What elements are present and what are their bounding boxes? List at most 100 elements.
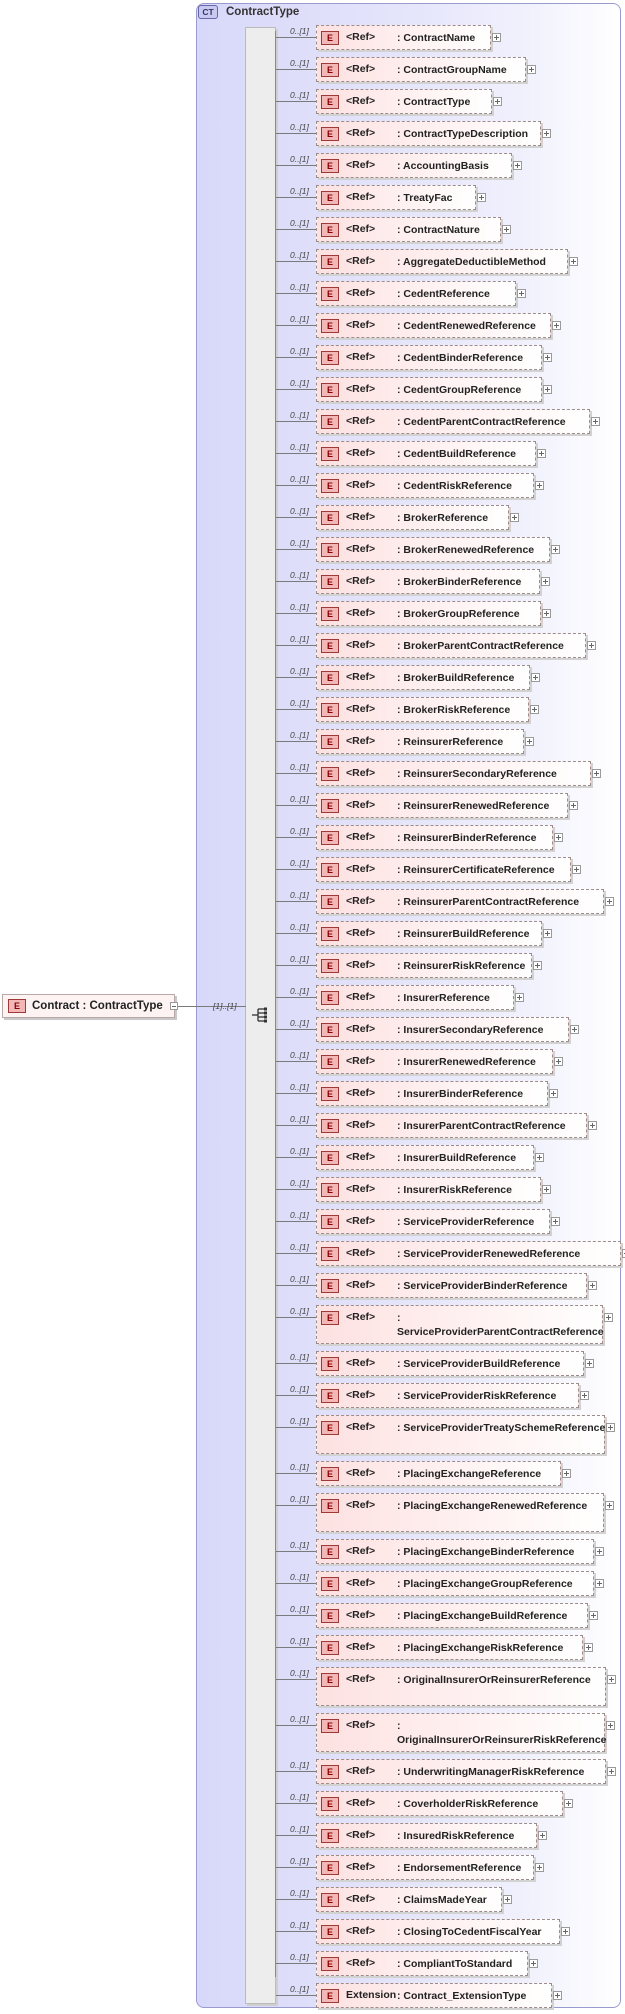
expand-toggle[interactable]	[533, 961, 542, 970]
expand-toggle[interactable]	[525, 737, 534, 746]
expand-toggle[interactable]	[605, 1501, 614, 1510]
expand-toggle[interactable]	[588, 1281, 597, 1290]
child-element[interactable]: E<Ref>: InsuredRiskReference	[316, 1823, 537, 1848]
expand-toggle[interactable]	[541, 577, 550, 586]
expand-toggle[interactable]	[543, 385, 552, 394]
child-element[interactable]: E<Ref>: CedentGroupReference	[316, 377, 542, 402]
expand-toggle[interactable]	[564, 1799, 573, 1808]
expand-toggle[interactable]	[554, 833, 563, 842]
expand-toggle[interactable]	[538, 1831, 547, 1840]
child-element[interactable]: E<Ref>: ReinsurerBuildReference	[316, 921, 542, 946]
expand-toggle[interactable]	[580, 1391, 589, 1400]
expand-toggle[interactable]	[530, 705, 539, 714]
child-element[interactable]: E<Ref>: CoverholderRiskReference	[316, 1791, 563, 1816]
child-element[interactable]: E<Ref>: BrokerRenewedReference	[316, 537, 550, 562]
child-element[interactable]: E<Ref>: PlacingExchangeRenewedReference	[316, 1493, 604, 1532]
expand-toggle[interactable]	[542, 609, 551, 618]
expand-toggle[interactable]	[493, 97, 502, 106]
child-element[interactable]: E<Ref>: InsurerRenewedReference	[316, 1049, 553, 1074]
child-element[interactable]: E<Ref>: ServiceProviderTreatySchemeRefer…	[316, 1415, 605, 1454]
expand-toggle[interactable]	[584, 1643, 593, 1652]
expand-toggle[interactable]	[477, 193, 486, 202]
child-element[interactable]: E<Ref>: CedentRenewedReference	[316, 313, 551, 338]
child-element[interactable]: E<Ref>: ReinsurerRiskReference	[316, 953, 532, 978]
child-element[interactable]: E<Ref>: BrokerBinderReference	[316, 569, 540, 594]
expand-toggle[interactable]	[535, 1863, 544, 1872]
child-element[interactable]: E<Ref>: ContractNature	[316, 217, 501, 242]
child-element[interactable]: E<Ref>: CompliantToStandard	[316, 1951, 528, 1976]
child-element[interactable]: E<Ref>: ServiceProviderBinderReference	[316, 1273, 587, 1298]
child-element[interactable]: E<Ref>: ServiceProviderRenewedReference	[316, 1241, 621, 1266]
child-element[interactable]: E<Ref>: PlacingExchangeReference	[316, 1461, 561, 1486]
child-element[interactable]: E<Ref>: ServiceProviderReference	[316, 1209, 550, 1234]
child-element[interactable]: E<Ref>: EndorsementReference	[316, 1855, 534, 1880]
expand-toggle[interactable]	[606, 1721, 615, 1730]
child-element[interactable]: E<Ref>: OriginalInsurerOrReinsurerRefere…	[316, 1667, 606, 1706]
child-element[interactable]: E<Ref>: BrokerGroupReference	[316, 601, 541, 626]
expand-toggle[interactable]	[551, 1217, 560, 1226]
expand-toggle[interactable]	[543, 929, 552, 938]
expand-toggle[interactable]	[607, 1675, 616, 1684]
child-element[interactable]: E<Ref>: InsurerSecondaryReference	[316, 1017, 569, 1042]
expand-toggle[interactable]	[562, 1469, 571, 1478]
expand-toggle[interactable]	[542, 129, 551, 138]
child-element[interactable]: E<Ref>: PlacingExchangeBuildReference	[316, 1603, 588, 1628]
child-element[interactable]: E<Ref>: BrokerReference	[316, 505, 509, 530]
expand-toggle[interactable]	[535, 1153, 544, 1162]
expand-toggle[interactable]	[589, 1611, 598, 1620]
expand-toggle[interactable]	[527, 65, 536, 74]
child-element[interactable]: E<Ref>: TreatyFac	[316, 185, 476, 210]
child-element[interactable]: E<Ref>: ServiceProviderBuildReference	[316, 1351, 584, 1376]
child-element[interactable]: E<Ref>: InsurerBuildReference	[316, 1145, 534, 1170]
expand-toggle[interactable]	[569, 801, 578, 810]
expand-toggle[interactable]	[587, 641, 596, 650]
expand-toggle[interactable]	[549, 1089, 558, 1098]
child-element[interactable]: E<Ref>: PlacingExchangeRiskReference	[316, 1635, 583, 1660]
collapse-toggle[interactable]	[170, 1002, 178, 1010]
child-element[interactable]: E<Ref>: BrokerParentContractReference	[316, 633, 586, 658]
expand-toggle[interactable]	[569, 257, 578, 266]
child-element[interactable]: E<Ref>: ReinsurerReference	[316, 729, 524, 754]
child-element[interactable]: E<Ref>: InsurerReference	[316, 985, 514, 1010]
child-element[interactable]: E<Ref>: ContractTypeDescription	[316, 121, 541, 146]
child-element[interactable]: E<Ref>: BrokerRiskReference	[316, 697, 529, 722]
child-element[interactable]: E<Ref>: PlacingExchangeBinderReference	[316, 1539, 594, 1564]
expand-toggle[interactable]	[531, 673, 540, 682]
expand-toggle[interactable]	[535, 481, 544, 490]
expand-toggle[interactable]	[585, 1359, 594, 1368]
child-element[interactable]: E<Ref>: InsurerBinderReference	[316, 1081, 548, 1106]
expand-toggle[interactable]	[515, 993, 524, 1002]
child-element[interactable]: E<Ref>: AccountingBasis	[316, 153, 512, 178]
expand-toggle[interactable]	[588, 1121, 597, 1130]
expand-toggle[interactable]	[592, 769, 601, 778]
child-element[interactable]: E<Ref>: ContractType	[316, 89, 492, 114]
child-element[interactable]: E<Ref>: ClaimsMadeYear	[316, 1887, 502, 1912]
expand-toggle[interactable]	[529, 1959, 538, 1968]
expand-toggle[interactable]	[604, 1313, 613, 1322]
expand-toggle[interactable]	[513, 161, 522, 170]
expand-toggle[interactable]	[553, 1991, 562, 2000]
child-element[interactable]: E<Ref>: ClosingToCedentFiscalYear	[316, 1919, 560, 1944]
child-element[interactable]: E<Ref>: AggregateDeductibleMethod	[316, 249, 568, 274]
expand-toggle[interactable]	[591, 417, 600, 426]
child-element[interactable]: E<Ref>: CedentBinderReference	[316, 345, 542, 370]
expand-toggle[interactable]	[572, 865, 581, 874]
expand-toggle[interactable]	[595, 1579, 604, 1588]
child-element[interactable]: E<Ref>: ReinsurerCertificateReference	[316, 857, 571, 882]
expand-toggle[interactable]	[542, 1185, 551, 1194]
expand-toggle[interactable]	[552, 321, 561, 330]
child-element[interactable]: E<Ref>: ServiceProviderParentContractRef…	[316, 1305, 604, 1344]
expand-toggle[interactable]	[543, 353, 552, 362]
child-element[interactable]: E<Ref>: ReinsurerSecondaryReference	[316, 761, 591, 786]
child-element[interactable]: E<Ref>: ContractName	[316, 25, 491, 50]
expand-toggle[interactable]	[570, 1025, 579, 1034]
expand-toggle[interactable]	[503, 1895, 512, 1904]
child-element[interactable]: E<Ref>: ServiceProviderRiskReference	[316, 1383, 579, 1408]
expand-toggle[interactable]	[561, 1927, 570, 1936]
child-element[interactable]: E<Ref>: CedentReference	[316, 281, 516, 306]
expand-toggle[interactable]	[605, 897, 614, 906]
expand-toggle[interactable]	[502, 225, 511, 234]
child-element[interactable]: E<Ref>: CedentBuildReference	[316, 441, 536, 466]
expand-toggle[interactable]	[551, 545, 560, 554]
